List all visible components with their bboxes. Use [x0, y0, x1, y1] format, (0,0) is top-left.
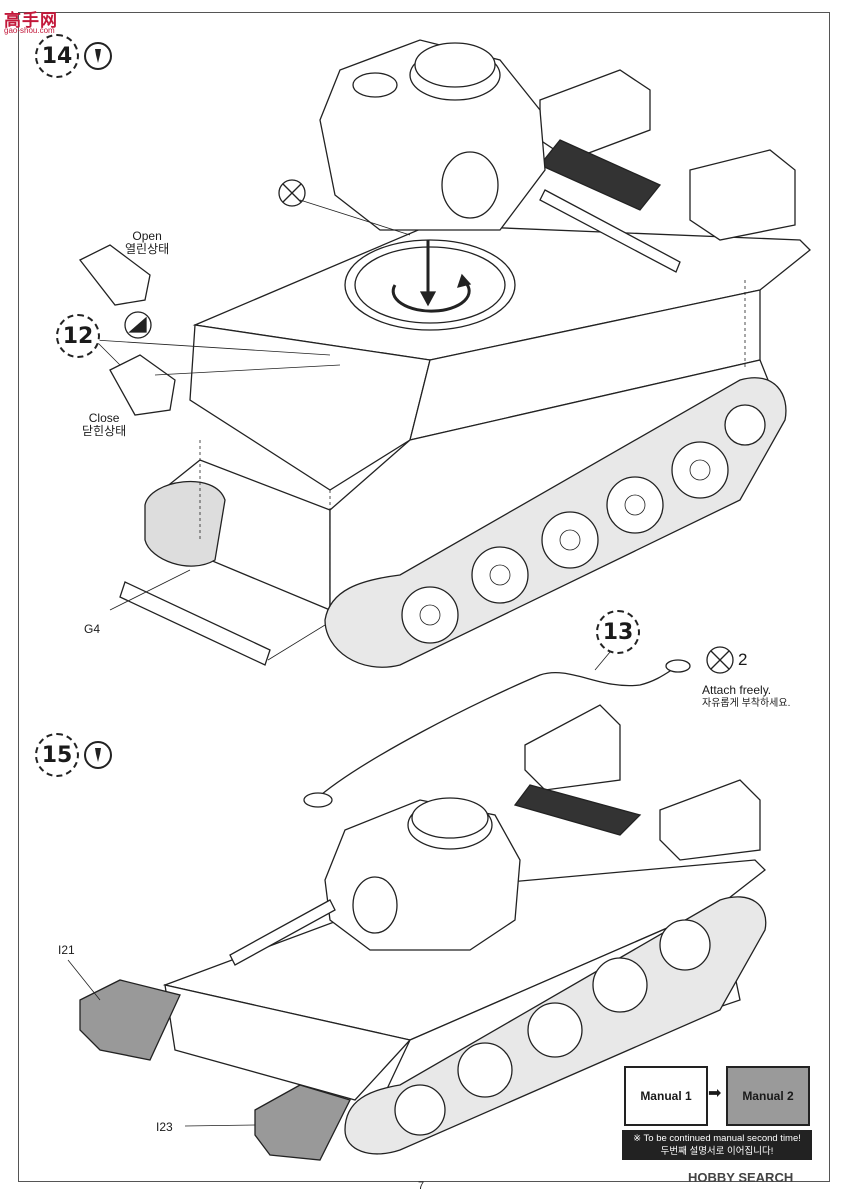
glue-icon — [84, 42, 112, 70]
manual-notice-ko: 두번째 설명서로 이어집니다! — [660, 1146, 774, 1157]
step-number-14: 14 — [35, 34, 79, 78]
attach-note-en: Attach freely. — [702, 683, 772, 697]
watermark-url: gao-shou.com — [4, 26, 55, 35]
manual-notice-en: ※ To be continued manual second time! — [633, 1133, 801, 1144]
page-border — [18, 12, 830, 1182]
part-g4-label: G4 — [84, 622, 101, 636]
attach-count: 2 — [738, 650, 748, 669]
manual-1-book: Manual 1 — [624, 1066, 708, 1126]
open-label-en: Open — [132, 229, 162, 243]
attach-note: Attach freely. 자유롭게 부착하세요. — [702, 684, 790, 710]
close-label: Close 닫힌상태 — [82, 412, 126, 438]
open-label-ko: 열린상태 — [125, 242, 170, 256]
page-number: 7 — [418, 1180, 425, 1192]
part-i23-label: I23 — [156, 1120, 173, 1134]
step-number-15: 15 — [35, 733, 79, 777]
open-label: Open 열린상태 — [125, 230, 169, 256]
glue-icon — [84, 741, 112, 769]
manual-notice: ※ To be continued manual second time! 두번… — [622, 1130, 812, 1160]
step-number-12: 12 — [56, 314, 100, 358]
close-label-en: Close — [88, 411, 120, 425]
close-label-ko: 닫힌상태 — [82, 424, 127, 438]
step-number-13: 13 — [596, 610, 640, 654]
manual-continuation: Manual 1 ➡ Manual 2 ※ To be continued ma… — [622, 1066, 812, 1162]
watermark-logo: 高手网 — [4, 11, 58, 30]
arrow-right-icon: ➡ — [708, 1085, 722, 1102]
attach-note-ko: 자유롭게 부착하세요. — [702, 698, 791, 709]
part-i21-label: I21 — [58, 943, 75, 957]
manual-2-book: Manual 2 — [726, 1066, 810, 1126]
footer-brand: HOBBY SEARCH — [688, 1170, 794, 1185]
